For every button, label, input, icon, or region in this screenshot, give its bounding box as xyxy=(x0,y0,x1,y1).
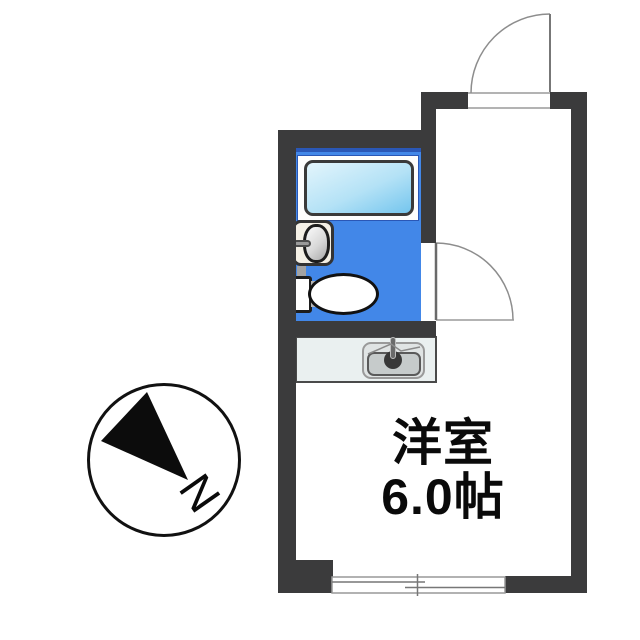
entry-door-swing-icon xyxy=(470,13,551,94)
sliding-window-icon xyxy=(331,576,506,594)
wall-right xyxy=(571,92,587,593)
wall-bottom-right xyxy=(505,576,587,593)
entry-door-threshold xyxy=(468,92,550,109)
bathroom-door-swing-icon xyxy=(435,242,514,321)
wall-bathroom-top xyxy=(278,130,436,148)
wall-bathroom-bottom xyxy=(278,321,436,337)
kitchen-faucet-icon xyxy=(390,337,396,359)
washbasin-pipe xyxy=(297,266,306,277)
wall-corridor-left xyxy=(421,92,436,243)
toilet-icon xyxy=(308,273,379,315)
wall-left xyxy=(278,130,296,593)
kitchen-faucet-knob xyxy=(384,351,402,369)
bathtub-icon xyxy=(304,160,414,216)
room-name: 洋室 xyxy=(392,415,494,471)
room-size: 6.0帖 xyxy=(381,469,505,525)
compass-circle xyxy=(87,383,241,537)
room-label-block: 洋室 6.0帖 xyxy=(330,416,556,524)
wall-bottom-left-pier xyxy=(278,560,333,593)
